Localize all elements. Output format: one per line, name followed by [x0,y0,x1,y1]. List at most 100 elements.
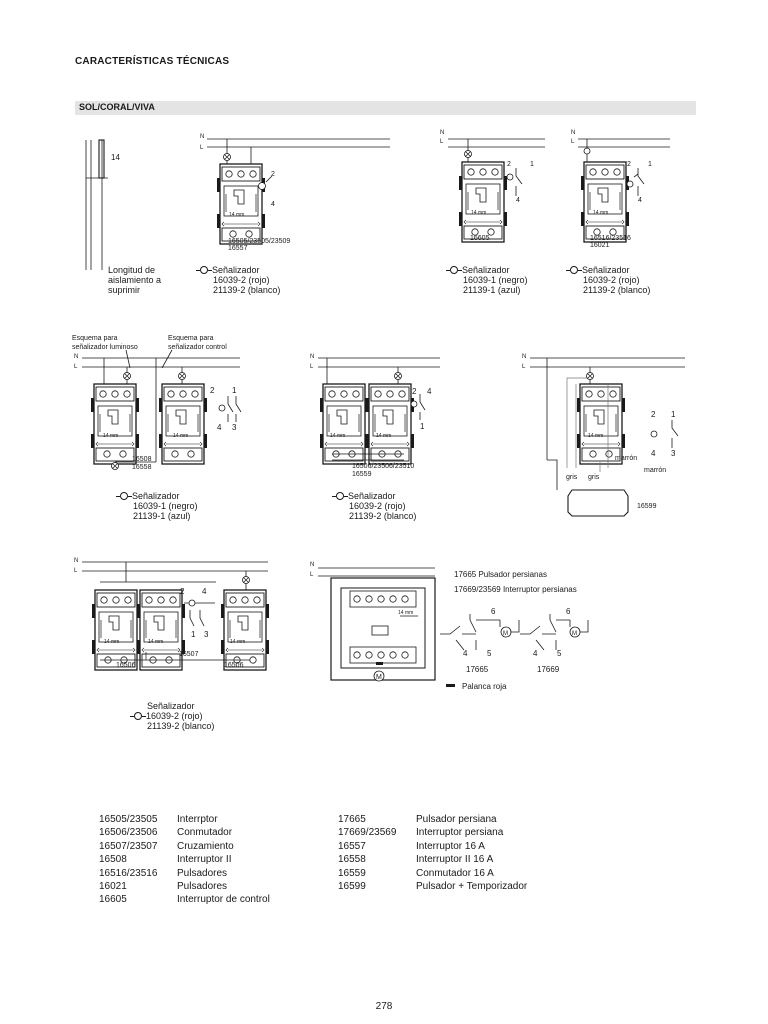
code-label: 16505/23505/23509 [228,238,290,245]
product-code: 17665 [338,814,366,825]
code-label: 16605 [470,235,490,242]
terminal-label: 5 [557,649,562,658]
indicator-icon [196,266,212,274]
table-row: 17665 Pulsador persiana [338,813,527,826]
code-label: 16508 [132,456,152,463]
code-label: 17669 [537,665,560,674]
indicator-legend-d4: Señalizador 16039-1 (negro) 21139-1 (azu… [116,491,198,521]
line-l-label: L [310,572,314,578]
terminal-label: 1 [648,161,652,168]
product-description: Pulsadores [177,881,228,893]
legend-line: 21139-2 (blanco) [583,285,651,295]
terminal-label: 4 [202,587,207,596]
diagram-16516: N L 2 1 4 14 mm 16516/23516 16021 [571,130,670,249]
product-code: 16559 [338,867,366,879]
legend-line: 16039-2 (rojo) [213,275,270,285]
terminal-label: 1 [671,410,676,419]
product-code: 16605 [99,894,127,906]
section-header: SOL/CORAL/VIVA [75,101,696,115]
product-description: Pulsadores [177,867,228,879]
diagram-16605: N L 2 1 4 14 mm 16605 [440,130,545,243]
table-row: 16507/23507 Cruzamiento [99,840,270,853]
scheme-label: Esquema para [72,335,118,342]
terminal-label: 4 [217,423,222,432]
product-description: Pulsador persiana [416,814,497,825]
red-lever-note: Palanca roja [462,682,507,691]
terminal-label: 5 [487,649,492,658]
page-title: CARACTERÍSTICAS TÉCNICAS [75,56,230,67]
code-label: 16558 [132,464,152,471]
terminal-label: 1 [530,161,534,168]
legend-title: Señalizador [212,265,260,275]
dimension-label: 14 mm [173,433,188,439]
dimension-label: 14 mm [103,433,118,439]
page-number: 278 [375,1001,393,1012]
product-description: Cruzamiento [177,840,234,852]
wire-label: gris [566,474,578,481]
product-code: 16558 [338,854,366,866]
motor-label: M [572,631,577,637]
dimension-label: 14 mm [398,610,413,616]
red-lever-marker [446,684,455,687]
legend-line: 16039-2 (rojo) [349,501,406,511]
code-label: 16506/23506/23510 [352,463,414,470]
legend-title: Señalizador [147,701,195,711]
line-n-label: N [522,354,526,360]
line-l-label: L [571,139,575,145]
product-code: 16507/23507 [99,840,158,852]
legend-title: Señalizador [348,491,396,501]
legend-line: 21139-2 (blanco) [147,721,215,731]
terminal-label: 4 [427,387,432,396]
code-label: 16559 [352,471,372,478]
indicator-icon [332,492,348,500]
dimension-label: 14 mm [376,433,391,439]
line-n-label: N [74,354,78,360]
line-n-label: N [440,130,444,136]
wire-label: marrón [615,455,637,462]
line-n-label: N [200,134,204,140]
indicator-legend-d7: Señalizador 16039-2 (rojo) 21139-2 (blan… [130,701,215,731]
diagram-16506: N L 2 4 1 14 mm 14 mm 16506/23506/23510 … [310,354,440,478]
product-description: Interruptor de control [177,894,270,906]
strip-diagram: 14 [85,139,120,270]
caption-line: suprimir [108,285,141,295]
terminal-label: 4 [271,201,275,208]
product-description: Interruptor 16 A [416,840,485,852]
indicator-icon [566,266,582,274]
line-l-label: L [74,364,78,370]
strip-dimension: 14 [111,153,120,162]
code-label: 16506 [224,662,244,669]
line-n-label: N [310,354,314,360]
legend-line: 21139-2 (blanco) [349,511,417,521]
indicator-icon [130,712,146,720]
terminal-label: 4 [533,649,538,658]
code-label: 17665 [466,665,489,674]
terminal-label: 2 [210,386,215,395]
caption-line: Longitud de [108,265,156,275]
indicator-icon [446,266,462,274]
product-code: 16516/23516 [99,867,158,879]
diagram-16505: N L 2 4 14 mm 16505/23505/23509 16557 [200,134,390,252]
scheme-label: señalizador control [168,344,227,351]
terminal-label: 4 [516,197,520,204]
indicator-icon [116,492,132,500]
legend-line: 16039-2 (rojo) [583,275,640,285]
table-row: 16605 Interruptor de control [99,893,270,906]
indicator-legend-d2: Señalizador 16039-1 (negro) 21139-1 (azu… [446,265,528,295]
dimension-label: 14 mm [593,210,608,216]
product-description: Interrptor [177,814,218,825]
terminal-label: 3 [232,423,237,432]
wire-label: marrón [644,467,666,474]
wiring-diagrams: 14 N L 2 4 14 mm 16505/23505/23509 16557… [72,130,685,691]
indicator-legend-d3: Señalizador 16039-2 (rojo) 21139-2 (blan… [566,265,651,295]
dimension-label: 14 mm [588,433,603,439]
terminal-label: 2 [651,410,656,419]
legend-line: 21139-1 (azul) [133,511,191,521]
product-code: 16506/23506 [99,827,158,839]
terminal-label: 4 [651,449,656,458]
legend-title: Señalizador [462,265,510,275]
